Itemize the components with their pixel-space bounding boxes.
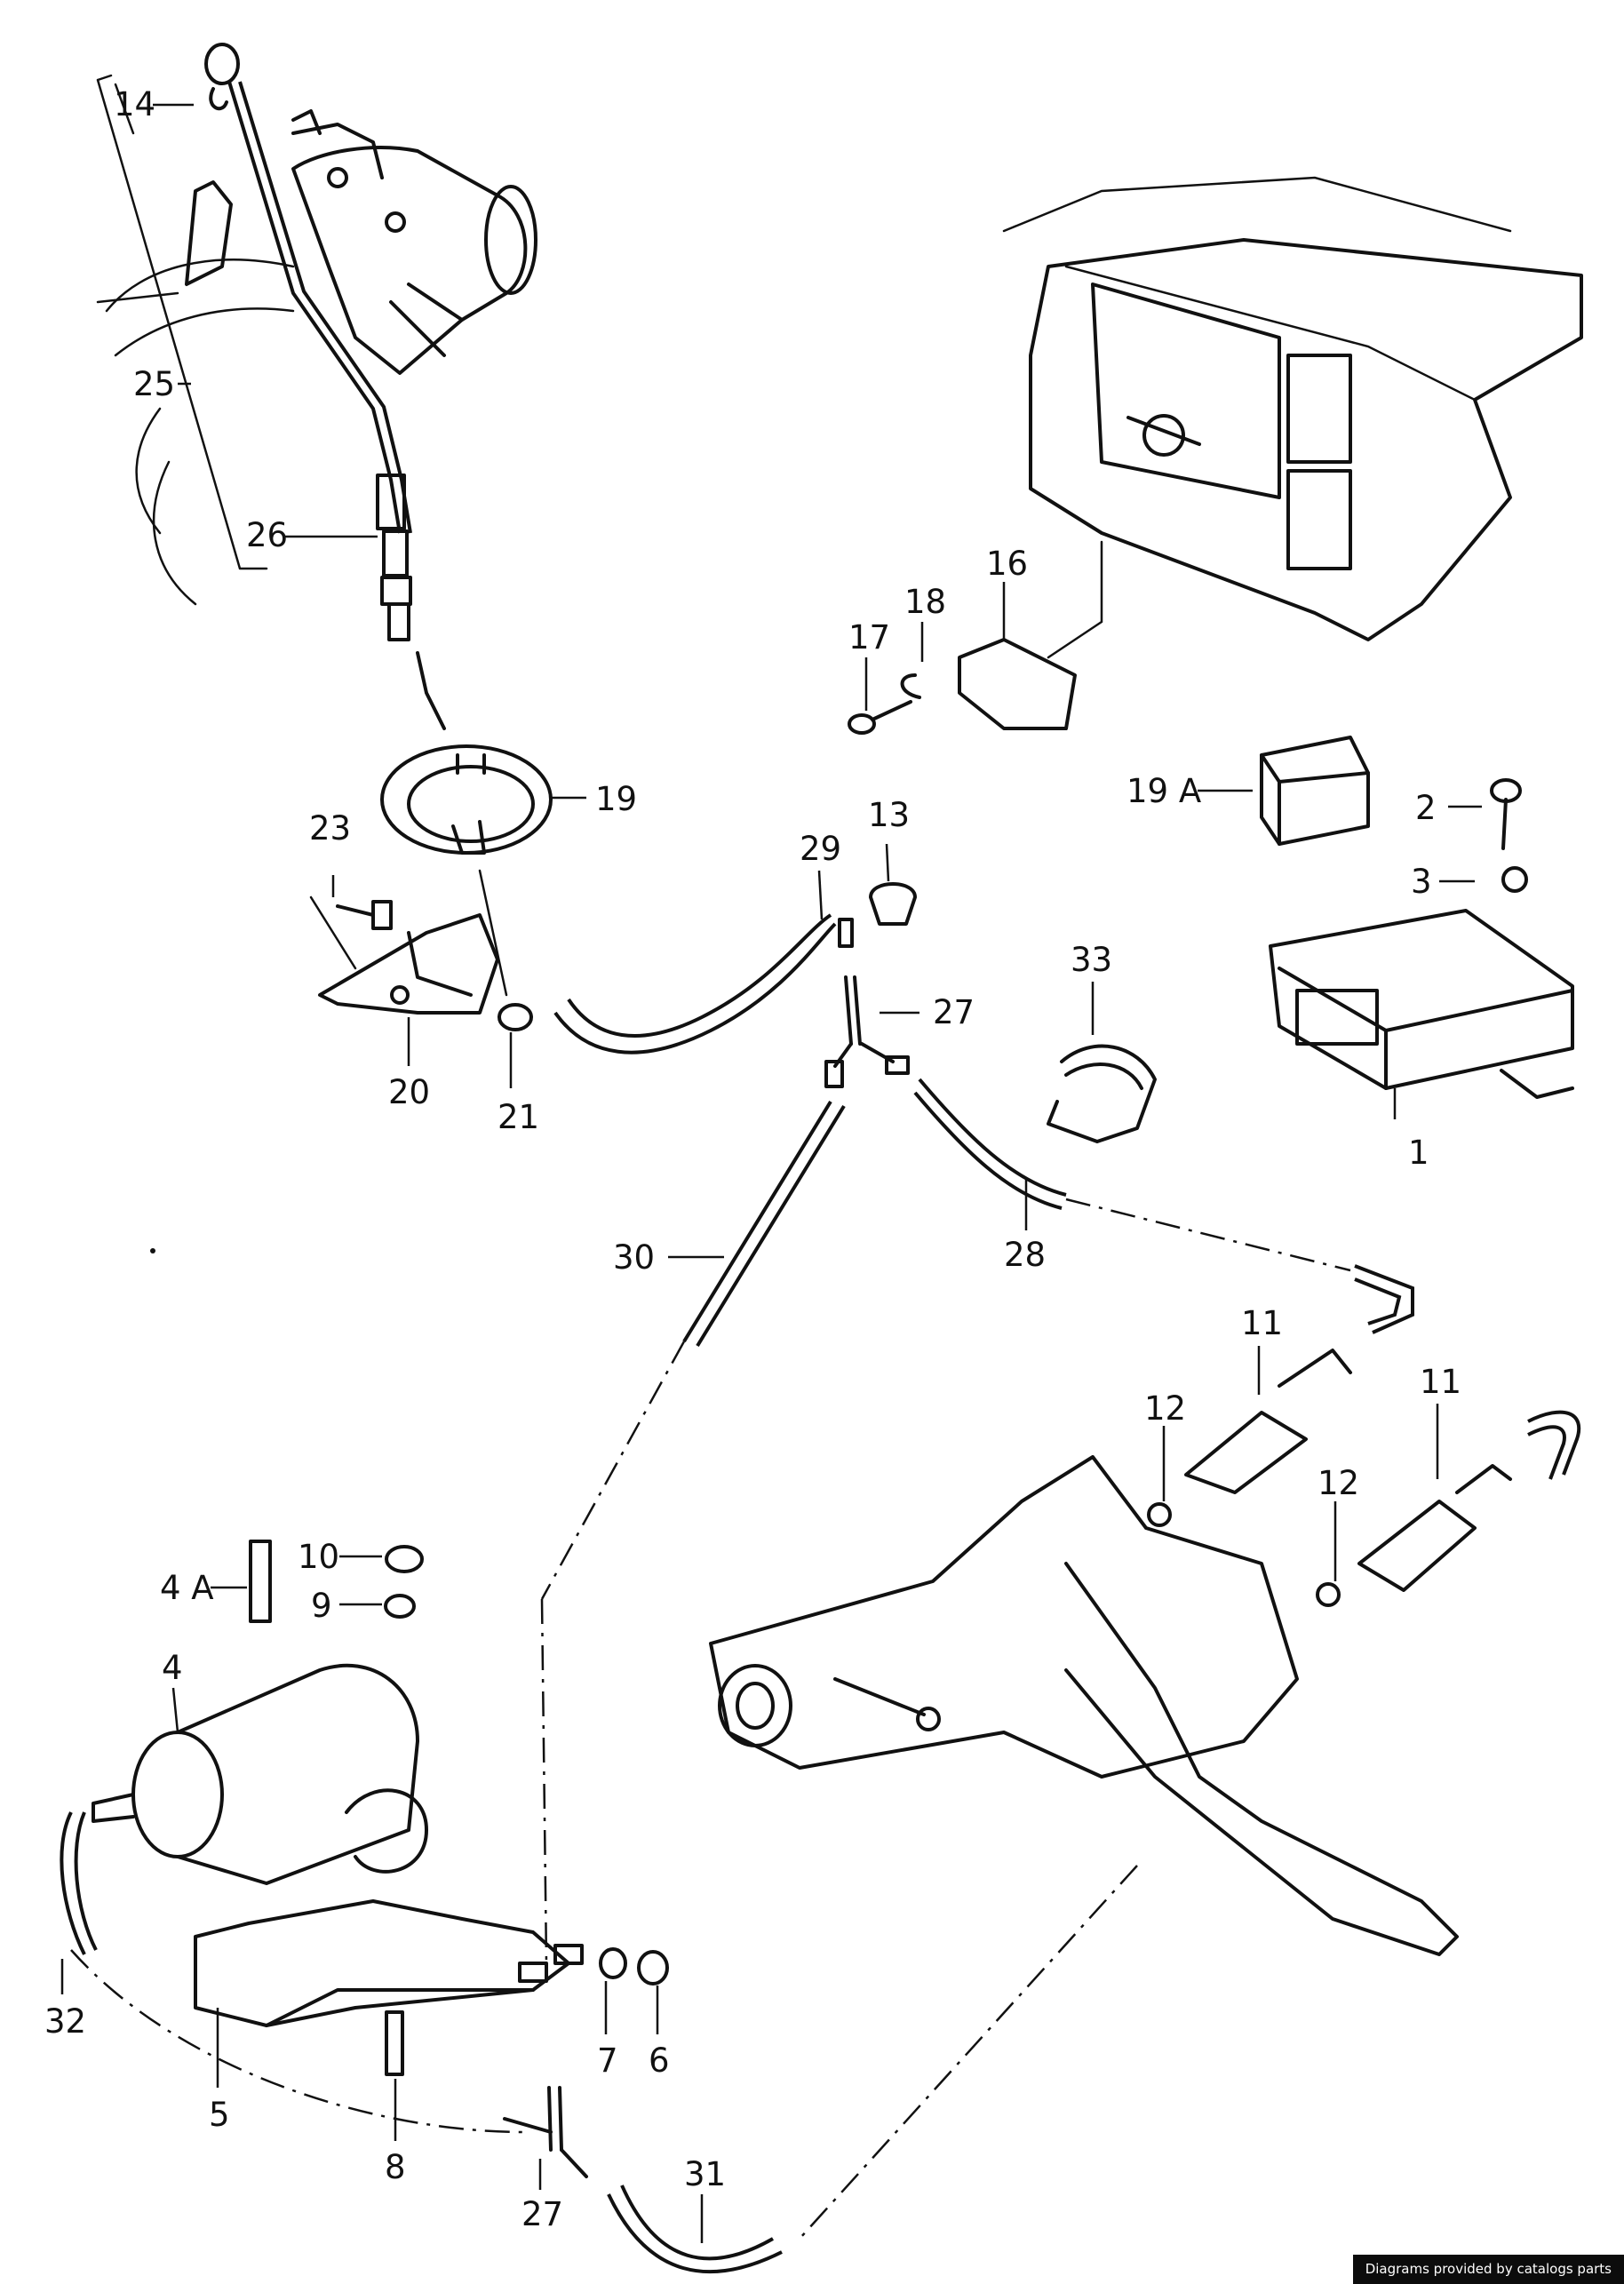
label-19a: 19 A [1126,772,1201,810]
label-27-lower: 27 [521,2195,563,2233]
label-21: 21 [498,1098,539,1136]
label-17: 17 [848,618,890,657]
pedal-assembly [709,1455,1459,1956]
accelerator-cable [204,43,412,641]
label-27-upper: 27 [933,993,975,1031]
label-19: 19 [595,780,637,818]
label-26: 26 [246,516,288,554]
vacuum-hoses-long [70,1078,1414,2274]
strap-clip [1047,1044,1157,1143]
throttle-assembly [96,74,537,606]
label-32: 32 [44,2002,86,2041]
label-13: 13 [868,796,910,834]
vacuum-hoses-upper [553,882,917,1088]
switches [1147,1349,1581,1607]
credit-badge: Diagrams provided by catalogs parts [1352,2255,1624,2284]
label-6: 6 [649,2041,670,2080]
part-labels: 14 25 26 19 23 20 21 29 13 27 33 28 30 1… [44,85,1461,2233]
label-9: 9 [311,1587,332,1625]
label-23: 23 [309,809,351,848]
bracket-assembly [309,869,533,1031]
label-25: 25 [133,365,175,403]
label-12-right: 12 [1318,1464,1359,1502]
label-31: 31 [684,2155,726,2193]
label-2: 2 [1415,789,1437,827]
label-10: 10 [298,1538,339,1576]
label-14: 14 [114,85,155,123]
label-30: 30 [613,1238,655,1277]
label-4a: 4 A [160,1569,214,1607]
label-7: 7 [597,2041,618,2080]
label-3: 3 [1411,863,1432,901]
control-unit [1260,736,1574,1099]
label-18: 18 [904,583,946,621]
leader-lines [60,103,1482,2243]
servo-motor [60,1540,669,2178]
label-29: 29 [800,830,841,868]
vacuum-unit [380,651,553,855]
label-5: 5 [209,2096,230,2134]
label-12-left: 12 [1144,1389,1186,1428]
label-16: 16 [986,545,1028,583]
label-28: 28 [1004,1236,1046,1274]
label-1: 1 [1408,1134,1429,1172]
stray-dot [150,1248,155,1253]
label-11-left: 11 [1241,1304,1283,1342]
label-4: 4 [162,1649,183,1687]
label-11-right: 11 [1420,1363,1461,1401]
label-33: 33 [1071,941,1112,979]
ecu-housing [848,176,1583,735]
label-8: 8 [385,2148,406,2186]
label-20: 20 [388,1073,430,1111]
